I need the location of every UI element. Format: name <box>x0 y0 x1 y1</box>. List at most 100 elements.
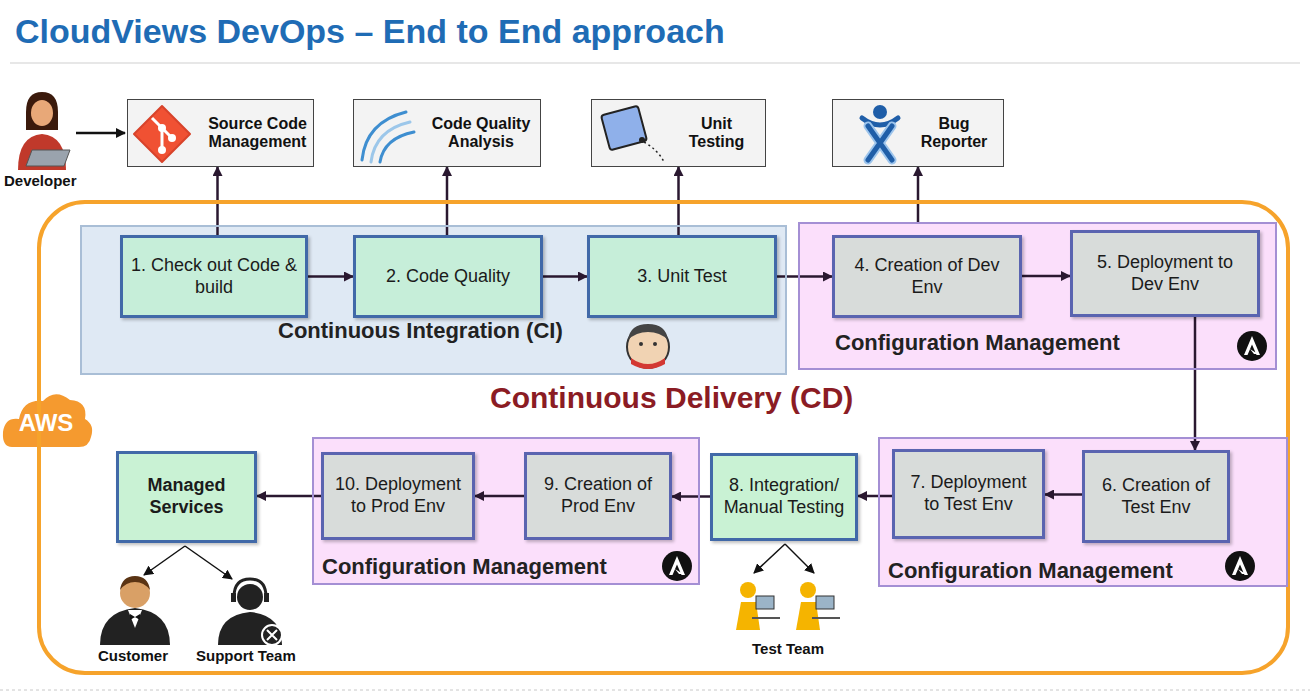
panel-fill <box>312 437 700 585</box>
cm-band: Configuration Management 10. Deployment t… <box>312 437 700 585</box>
tool-box: Code Quality Analysis <box>353 99 541 167</box>
actor-label: Customer <box>98 647 168 664</box>
test-team-icon <box>812 617 840 619</box>
git-icon <box>158 146 166 154</box>
jenkins-icon <box>627 324 669 369</box>
split-arrows <box>754 544 785 573</box>
process-box: 1. Check out Code & build <box>120 235 308 318</box>
node-text: 5. Deployment to Dev Env <box>1079 252 1251 295</box>
node-text: 7. Deployment to Test Env <box>901 472 1036 515</box>
customer-icon <box>100 576 170 645</box>
page-title: CloudViews DevOps – End to End approach <box>15 12 725 51</box>
unit-test-icon <box>601 106 664 162</box>
test-team-icon <box>740 582 756 598</box>
panel-fill <box>80 99 1288 587</box>
support-icon <box>234 579 266 597</box>
tool-box: Bug Reporter <box>832 99 1004 167</box>
customer-icon <box>130 614 140 620</box>
unit-test-icon <box>601 106 647 151</box>
test-team-icon <box>736 582 840 630</box>
process-box: 9. Creation of Prod Env <box>524 452 672 540</box>
node-text: Configuration Management <box>322 554 607 580</box>
cloud-label: AWS <box>6 409 86 437</box>
bug-reporter-icon <box>873 105 887 119</box>
split-arrows <box>144 546 185 575</box>
process-box: 3. Unit Test <box>587 235 777 318</box>
developer-icon <box>76 132 125 135</box>
developer-icon <box>31 100 53 126</box>
flow-arrow <box>1022 275 1070 278</box>
code-quality-icon <box>362 112 414 162</box>
process-box: 10. Deployment to Prod Env <box>321 452 475 540</box>
title-rule <box>10 63 1300 64</box>
jenkins-icon <box>628 324 668 340</box>
jenkins-icon <box>653 342 657 346</box>
panel-fill <box>832 99 1004 167</box>
test-team-icon <box>816 596 834 609</box>
node-text: 1. Check out Code & build <box>129 255 299 298</box>
process-box: 8. Integration/ Manual Testing <box>710 453 858 541</box>
developer-icon <box>26 150 70 166</box>
ansible-icon <box>669 556 685 575</box>
developer-icon <box>26 92 58 130</box>
cm-band: Configuration Management4. Creation of D… <box>798 222 1277 370</box>
customer-icon <box>100 608 170 645</box>
customer-icon <box>120 576 150 590</box>
node-text: 4. Creation of Dev Env <box>841 255 1013 298</box>
split-arrows <box>785 544 814 573</box>
panel-fill <box>878 437 1288 587</box>
tool-box: Unit Testing <box>591 99 766 167</box>
title-rule <box>0 690 1310 691</box>
panel-fill <box>591 99 766 167</box>
flow-arrow <box>475 495 524 498</box>
bug-reporter-icon <box>868 126 892 160</box>
node-text: Code Quality Analysis <box>426 115 536 152</box>
process-box: 7. Deployment to Test Env <box>892 449 1045 539</box>
aws-cloud <box>3 394 92 447</box>
node-text: Configuration Management <box>888 558 1173 584</box>
node-text: Bug Reporter <box>909 115 999 152</box>
ansible-icon <box>662 551 692 581</box>
support-icon <box>231 593 236 602</box>
git-icon <box>168 134 176 142</box>
support-icon <box>264 593 269 602</box>
process-box: 2. Code Quality <box>353 235 543 318</box>
support-icon <box>237 584 263 610</box>
node-text: Managed Services <box>125 475 248 518</box>
git-icon <box>134 106 190 162</box>
process-box: Managed Services <box>116 451 257 543</box>
test-team-icon <box>756 596 774 609</box>
ansible-icon <box>1232 556 1248 575</box>
process-box: 5. Deployment to Dev Env <box>1070 230 1260 317</box>
developer-icon <box>18 92 125 170</box>
node-text: 9. Creation of Prod Env <box>533 474 663 517</box>
flow-arrow <box>1194 317 1197 450</box>
flow-arrow <box>308 275 353 278</box>
flow-arrow <box>543 275 587 278</box>
unit-test-icon <box>644 142 664 162</box>
panel-fill <box>353 99 541 167</box>
node-text: 6. Creation of Test Env <box>1091 475 1221 518</box>
customer-icon <box>128 610 142 628</box>
test-team-icon <box>752 617 780 619</box>
node-text: 10. Deployment to Prod Env <box>330 474 466 517</box>
panel-fill <box>80 225 787 375</box>
flow-arrow <box>917 167 920 222</box>
node-text: Continuous Integration (CI) <box>278 318 563 344</box>
node-text: 3. Unit Test <box>637 266 727 288</box>
node-text: Unit Testing <box>672 115 761 152</box>
ansible-icon <box>1237 331 1267 361</box>
aws-cloud <box>3 394 92 447</box>
node-text: Source Code Management <box>206 115 309 152</box>
flow-arrow <box>672 495 710 498</box>
support-icon <box>262 625 282 645</box>
node-text: 8. Integration/ Manual Testing <box>719 475 849 518</box>
git-icon <box>158 124 166 132</box>
bug-reporter-icon <box>862 105 898 160</box>
ansible-icon <box>1225 551 1255 581</box>
bug-reporter-icon <box>868 126 892 160</box>
flow-arrow <box>1045 493 1082 496</box>
tool-box: Source Code Management <box>127 99 314 167</box>
support-icon <box>218 579 282 645</box>
